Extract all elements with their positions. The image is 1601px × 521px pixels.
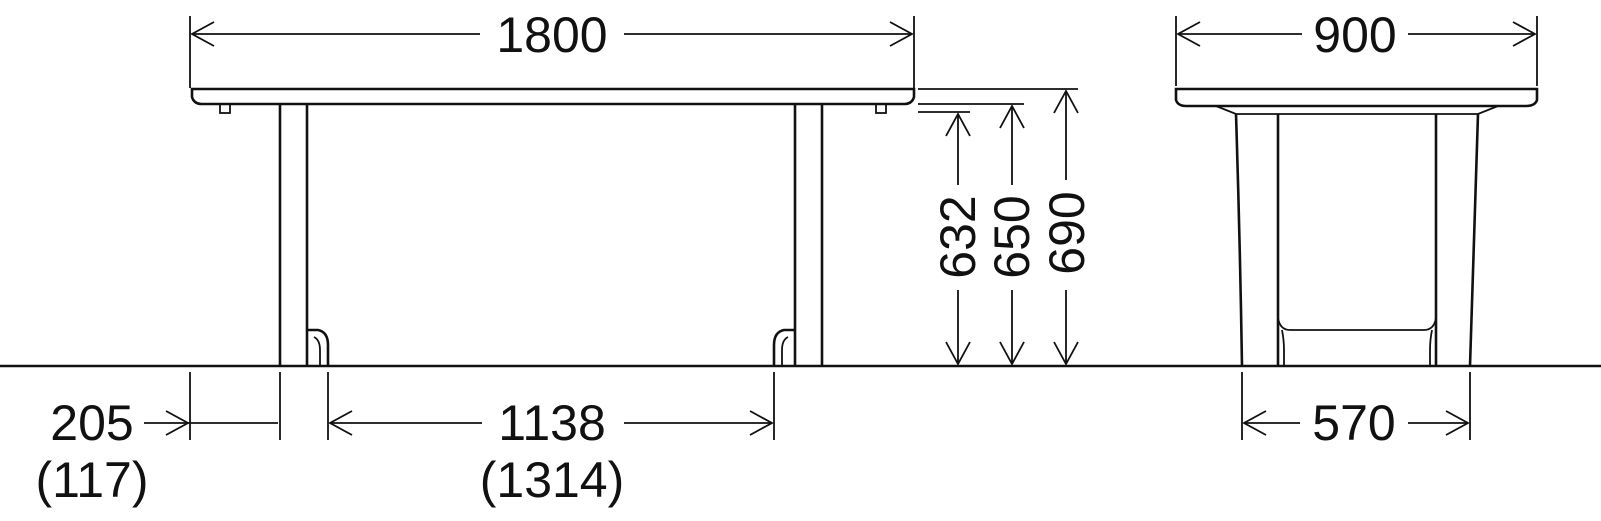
front-view: 1800 205 (117) 1138 (1314) — [35, 7, 916, 508]
dim-1800-arrow-left — [190, 21, 215, 47]
dim-690-label: 690 — [1039, 191, 1095, 274]
dim-570-arrow-right — [1445, 410, 1470, 436]
front-cleat-right — [875, 103, 887, 114]
dim-205-arrow — [165, 410, 190, 436]
front-left-leg — [278, 104, 330, 366]
dim-650-arrow-top — [999, 104, 1025, 129]
dim-117-label: (117) — [35, 452, 148, 508]
side-stretcher — [1277, 317, 1437, 331]
side-view: 900 570 — [1174, 7, 1539, 451]
dim-1314-label: (1314) — [480, 452, 625, 508]
dim-1800-arrow-right — [889, 21, 914, 47]
dim-1800-label: 1800 — [496, 7, 607, 63]
dim-632-label: 632 — [930, 195, 986, 278]
dim-205-label: 205 — [50, 395, 133, 451]
side-foot-left — [1281, 329, 1285, 366]
front-right-leg — [772, 104, 824, 366]
dim-690-arrow-top — [1053, 89, 1079, 114]
dim-650-label: 650 — [984, 195, 1040, 278]
front-right-leg-foot — [781, 336, 789, 366]
dim-650-arrow-bottom — [999, 341, 1025, 366]
dim-900-label: 900 — [1313, 7, 1396, 63]
dim-570-label: 570 — [1312, 395, 1395, 451]
dim-690-arrow-bottom — [1053, 341, 1079, 366]
dim-900-arrow-left — [1176, 21, 1201, 47]
side-foot-right — [1429, 329, 1433, 366]
side-right-leg — [1434, 113, 1480, 367]
dim-1138-arrow-right — [749, 410, 774, 436]
dim-1138-arrow-left — [328, 410, 353, 436]
dim-632-arrow-bottom — [945, 341, 971, 366]
front-cleat-left — [219, 103, 231, 114]
front-tabletop — [190, 87, 916, 106]
height-dimensions: 632 650 690 — [918, 88, 1095, 366]
side-left-leg — [1234, 113, 1280, 367]
dim-632-arrow-top — [945, 112, 971, 137]
dim-570-arrow-left — [1242, 410, 1267, 436]
side-tabletop — [1174, 87, 1539, 108]
front-left-leg-foot — [313, 336, 321, 366]
side-apron — [1215, 105, 1499, 115]
dim-900-arrow-right — [1512, 21, 1537, 47]
dim-1138-label: 1138 — [498, 395, 606, 451]
